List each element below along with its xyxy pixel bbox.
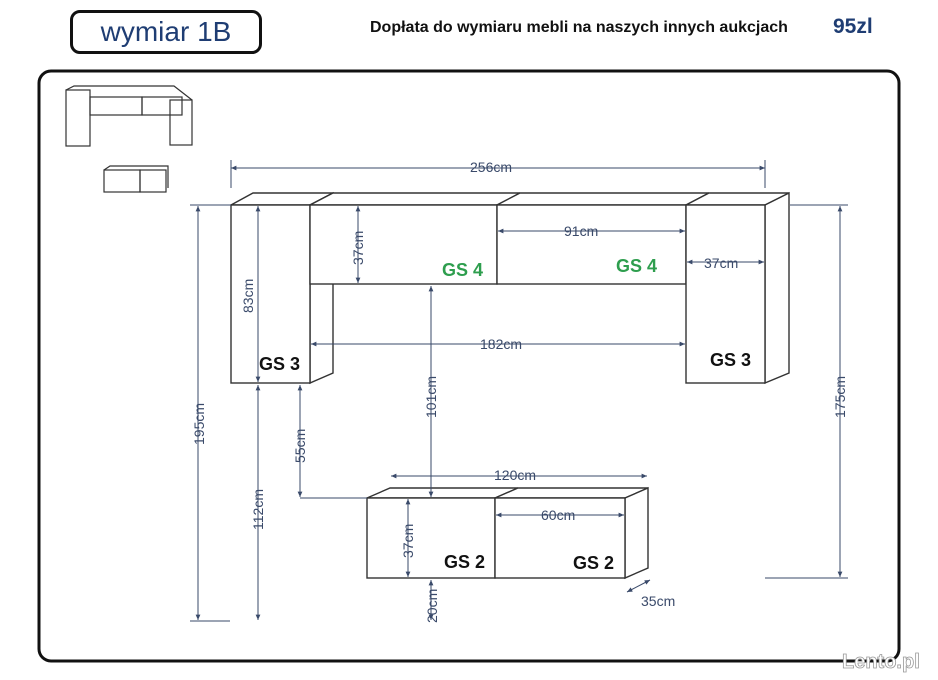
dim-lower-width: 120cm: [494, 467, 536, 483]
thumbnail-icon: [65, 85, 193, 193]
dim-total-height: 195cm: [191, 403, 207, 445]
label-gs3-right: GS 3: [710, 350, 751, 370]
cabinet-gs2-right: [494, 486, 649, 580]
dim-floor-gap: 20cm: [424, 589, 440, 623]
cabinet-gs4-left: [309, 192, 521, 285]
dim-right-height: 175cm: [832, 376, 848, 418]
diagram-frame: [37, 69, 901, 663]
cabinet-gs4-right: [496, 192, 710, 285]
dim-span-between: 182cm: [480, 336, 522, 352]
dim-gs3-height: 83cm: [240, 279, 256, 313]
price: 95zl: [833, 15, 873, 38]
surcharge-note: Dopłata do wymiaru mebli na naszych inny…: [370, 19, 788, 36]
cabinet-gs2-left: [366, 487, 519, 579]
title-box: wymiar 1B: [70, 10, 262, 54]
label-gs2-left: GS 2: [444, 552, 485, 572]
dim-gs2-width: 60cm: [541, 507, 575, 523]
label-gs2-right: GS 2: [573, 553, 614, 573]
dim-gs3-width: 37cm: [704, 255, 738, 271]
dim-depth: 35cm: [641, 593, 675, 609]
dim-gs2-height: 37cm: [400, 524, 416, 558]
dim-gs4-width: 91cm: [564, 223, 598, 239]
label-gs3-left: GS 3: [259, 354, 300, 374]
dimension-lines: [190, 160, 848, 622]
watermark-text: Lento.pl: [842, 651, 920, 673]
dim-low-from-floor: 112cm: [250, 489, 266, 530]
label-gs4-right: GS 4: [616, 256, 657, 276]
dim-total-width: 256cm: [470, 159, 512, 175]
lento-watermark: Lento.pl: [842, 651, 921, 674]
label-gs4-left: GS 4: [442, 260, 483, 280]
dim-gap-to-low: 101cm: [423, 376, 439, 418]
cabinet-gs3-right: [685, 191, 790, 385]
dim-gs4-height: 37cm: [350, 231, 366, 265]
title: wymiar 1B: [100, 16, 232, 47]
dim-gap-side: 55cm: [292, 429, 308, 463]
